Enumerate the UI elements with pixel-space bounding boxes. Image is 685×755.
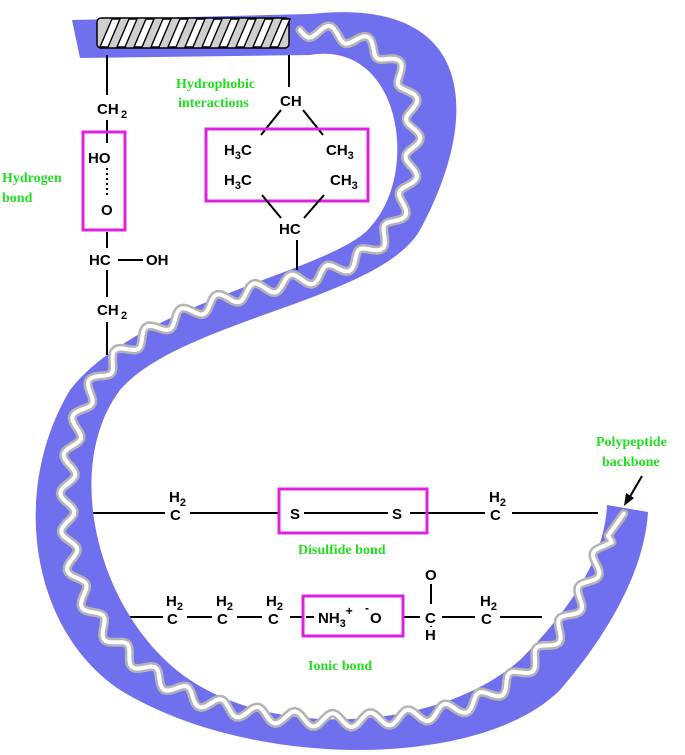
ionic-h2-4: H2 bbox=[480, 593, 497, 613]
ionic-box bbox=[301, 594, 405, 638]
ch2-bottom-subscript: 2 bbox=[121, 310, 127, 322]
ionic-h2-3: H2 bbox=[266, 593, 283, 613]
carboxyl-c-label: C bbox=[425, 610, 436, 627]
disulfide-label: Disulfide bond bbox=[298, 543, 386, 558]
disulfide-c-right: C bbox=[490, 507, 501, 524]
ch-top-label: CH bbox=[280, 93, 302, 110]
hydrogen-bond-box bbox=[81, 130, 127, 232]
ch2-bottom-label: CH bbox=[97, 302, 119, 319]
hydrophobic-label-line2: interactions bbox=[178, 96, 249, 111]
hydrophobic-box bbox=[204, 127, 370, 203]
hc-bottom-label: HC bbox=[279, 221, 301, 238]
ionic-c-1: C bbox=[167, 611, 178, 628]
helix-strand bbox=[115, 18, 139, 48]
ionic-label: Ionic bond bbox=[308, 659, 372, 674]
s-right-label: S bbox=[392, 506, 402, 523]
disulfide-h2-right: H2 bbox=[489, 489, 506, 509]
helix-strand bbox=[132, 18, 156, 48]
helix-strand bbox=[217, 18, 241, 48]
helix-strand bbox=[234, 18, 258, 48]
alpha-helix bbox=[96, 17, 292, 49]
ho-label: HO bbox=[88, 150, 111, 167]
hydrophobic-label-line1: Hydrophobic bbox=[176, 77, 255, 92]
hydrogen-bond-group: CH 2 HO O HC OH CH 2 bbox=[81, 55, 169, 355]
h3c-1-label: H3C bbox=[224, 142, 252, 162]
s-left-label: S bbox=[290, 506, 300, 523]
ch3-1-label: CH3 bbox=[326, 142, 354, 162]
o-label: O bbox=[101, 202, 113, 219]
backbone-pointer-arrow bbox=[624, 475, 643, 506]
helix-strand bbox=[268, 18, 292, 48]
ionic-c-3: C bbox=[268, 611, 279, 628]
ionic-bond-group: H2 C H2 C H2 C NH3+ - O O C H H2 C bbox=[166, 567, 497, 644]
helix-strand bbox=[183, 18, 207, 48]
carboxyl-h-label: H bbox=[425, 627, 436, 644]
helix-strand bbox=[200, 18, 224, 48]
o-ion-label: O bbox=[370, 610, 382, 627]
hydrogen-label-line2: bond bbox=[2, 191, 33, 206]
h3c-2-label: H3C bbox=[224, 172, 252, 192]
ch2-top-label: CH bbox=[97, 101, 119, 118]
ionic-c-2: C bbox=[217, 611, 228, 628]
helix-strand bbox=[251, 18, 275, 48]
disulfide-box bbox=[277, 487, 429, 535]
disulfide-bond-group: H2 C S S H2 C bbox=[169, 487, 506, 535]
helix-strand bbox=[149, 18, 173, 48]
hydrophobic-group: CH H3C CH3 H3C CH3 HC bbox=[204, 55, 370, 270]
hydrogen-label-line1: Hydrogen bbox=[2, 171, 62, 186]
carbonyl-o-label: O bbox=[425, 567, 437, 584]
ch2-top-subscript: 2 bbox=[121, 109, 127, 121]
polypeptide-label-line1: Polypeptide bbox=[596, 435, 667, 450]
hc-label: HC bbox=[89, 252, 111, 269]
ch3-2-label: CH3 bbox=[330, 172, 358, 192]
disulfide-h2-left: H2 bbox=[169, 489, 186, 509]
polypeptide-backbone-core bbox=[58, 23, 626, 730]
minus-sign: - bbox=[365, 601, 369, 615]
helix-strand bbox=[98, 18, 122, 48]
ionic-h2-1: H2 bbox=[166, 593, 183, 613]
ionic-bond-lines bbox=[125, 584, 542, 618]
ionic-h2-2: H2 bbox=[216, 593, 233, 613]
disulfide-c-left: C bbox=[170, 507, 181, 524]
nh3-label: NH3+ bbox=[318, 604, 353, 630]
ionic-c-4: C bbox=[481, 611, 492, 628]
oh-label: OH bbox=[146, 252, 169, 269]
polypeptide-label-line2: backbone bbox=[602, 455, 660, 470]
helix-strand bbox=[166, 18, 190, 48]
